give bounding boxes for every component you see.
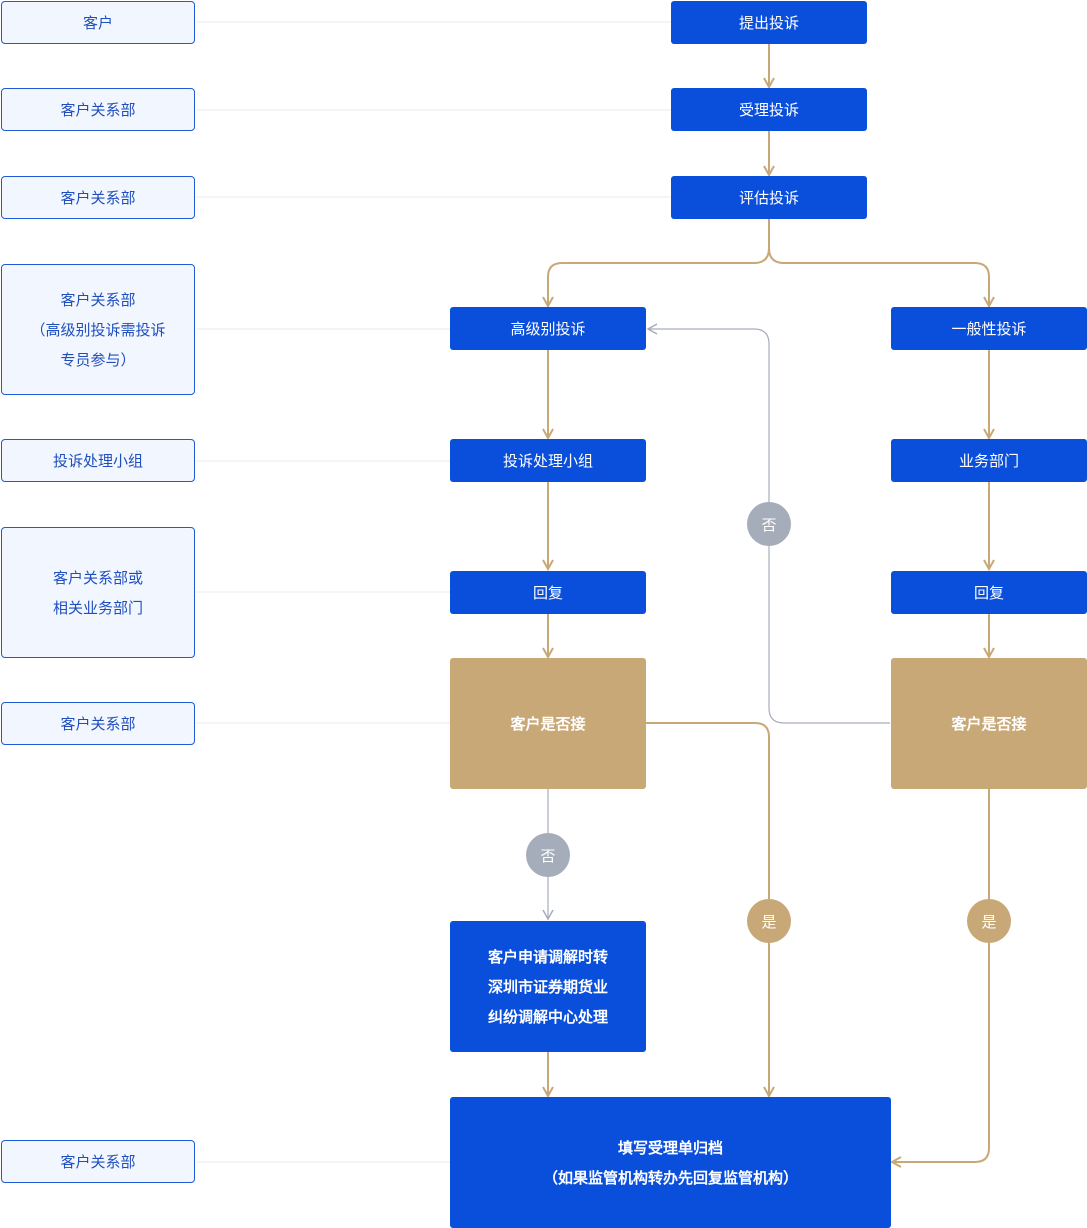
step-reply-left: 回复 — [450, 571, 646, 614]
gray-arrows — [542, 323, 890, 921]
role-label-customer-relations-3: 客户关系部 — [1, 702, 195, 745]
role-label-customer-relations-specialist: 客户关系部 （高级别投诉需投诉 专员参与） — [1, 264, 195, 395]
badge-no-left: 否 — [526, 833, 570, 877]
step-fill-form-archive: 填写受理单归档 （如果监管机构转办先回复监管机构） — [450, 1097, 891, 1228]
step-submit-complaint: 提出投诉 — [671, 1, 867, 44]
role-label-relations-or-business: 客户关系部或 相关业务部门 — [1, 527, 195, 658]
decision-customer-accepts-right: 客户是否接 — [891, 658, 1087, 789]
step-high-level-complaint: 高级别投诉 — [450, 307, 646, 350]
step-reply-right: 回复 — [891, 571, 1087, 614]
step-general-complaint: 一般性投诉 — [891, 307, 1087, 350]
role-label-complaint-group: 投诉处理小组 — [1, 439, 195, 482]
step-evaluate-complaint: 评估投诉 — [671, 176, 867, 219]
badge-no-right: 否 — [747, 502, 791, 546]
step-accept-complaint: 受理投诉 — [671, 88, 867, 131]
role-label-customer-relations-4: 客户关系部 — [1, 1140, 195, 1183]
step-mediation-center: 客户申请调解时转 深圳市证券期货业 纠纷调解中心处理 — [450, 921, 646, 1052]
role-label-customer: 客户 — [1, 1, 195, 44]
role-label-customer-relations-2: 客户关系部 — [1, 176, 195, 219]
badge-yes-right: 是 — [967, 899, 1011, 943]
gold-arrows — [548, 44, 989, 1162]
step-business-department: 业务部门 — [891, 439, 1087, 482]
badge-yes-left: 是 — [747, 899, 791, 943]
decision-customer-accepts-left: 客户是否接 — [450, 658, 646, 789]
step-complaint-handling-group: 投诉处理小组 — [450, 439, 646, 482]
row-guides — [197, 21, 671, 1163]
role-label-customer-relations: 客户关系部 — [1, 88, 195, 131]
